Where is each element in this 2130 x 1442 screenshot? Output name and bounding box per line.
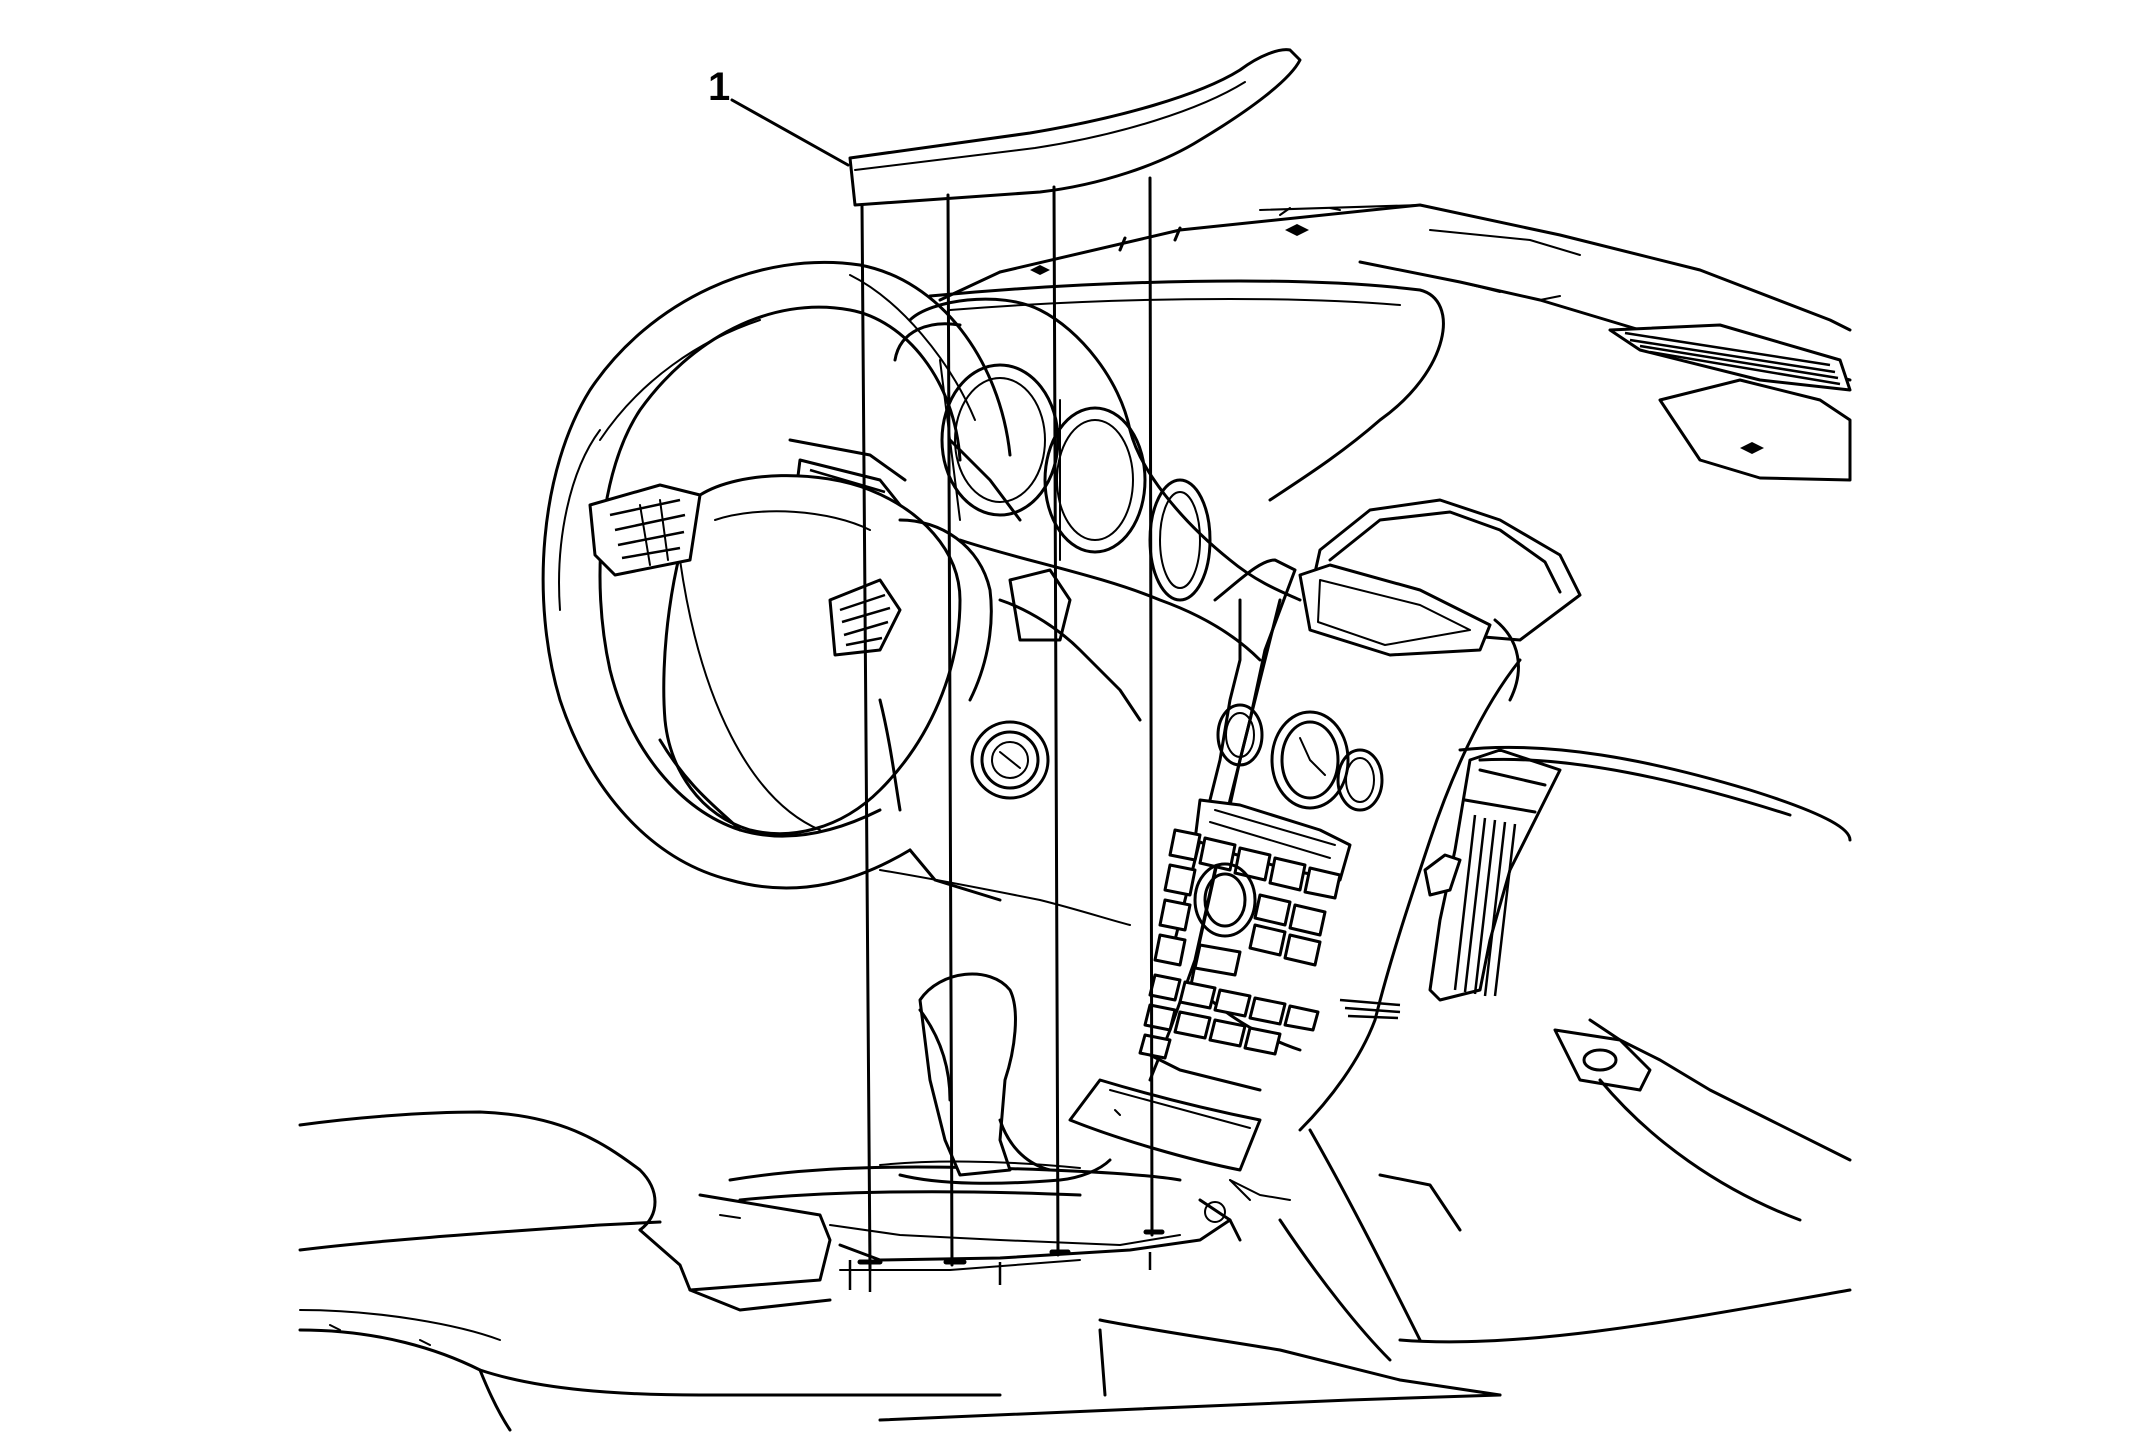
callout-label-1: 1 [708,65,730,109]
passenger-dash [1229,745,1852,1362]
gear-shifter [879,972,1112,1185]
right-air-vent [1339,748,1562,1020]
climate-button-grid [1138,973,1320,1060]
steering-wheel [541,260,1012,890]
ignition-switch [970,720,1050,800]
steering-column [879,518,1142,926]
climate-knob-left [1216,703,1264,767]
instrument-cluster [893,297,1302,662]
climate-knob-right [1336,748,1384,812]
callout-leader-line [730,98,850,167]
dashboard-upper-pad [928,203,1852,502]
console-trim-panel [848,48,1302,1272]
analog-clock [1270,710,1350,810]
center-stack [1068,498,1582,1172]
callout-1: 1 [708,65,850,167]
floor-console [298,1110,1502,1432]
radio-button-grid [1153,828,1342,977]
